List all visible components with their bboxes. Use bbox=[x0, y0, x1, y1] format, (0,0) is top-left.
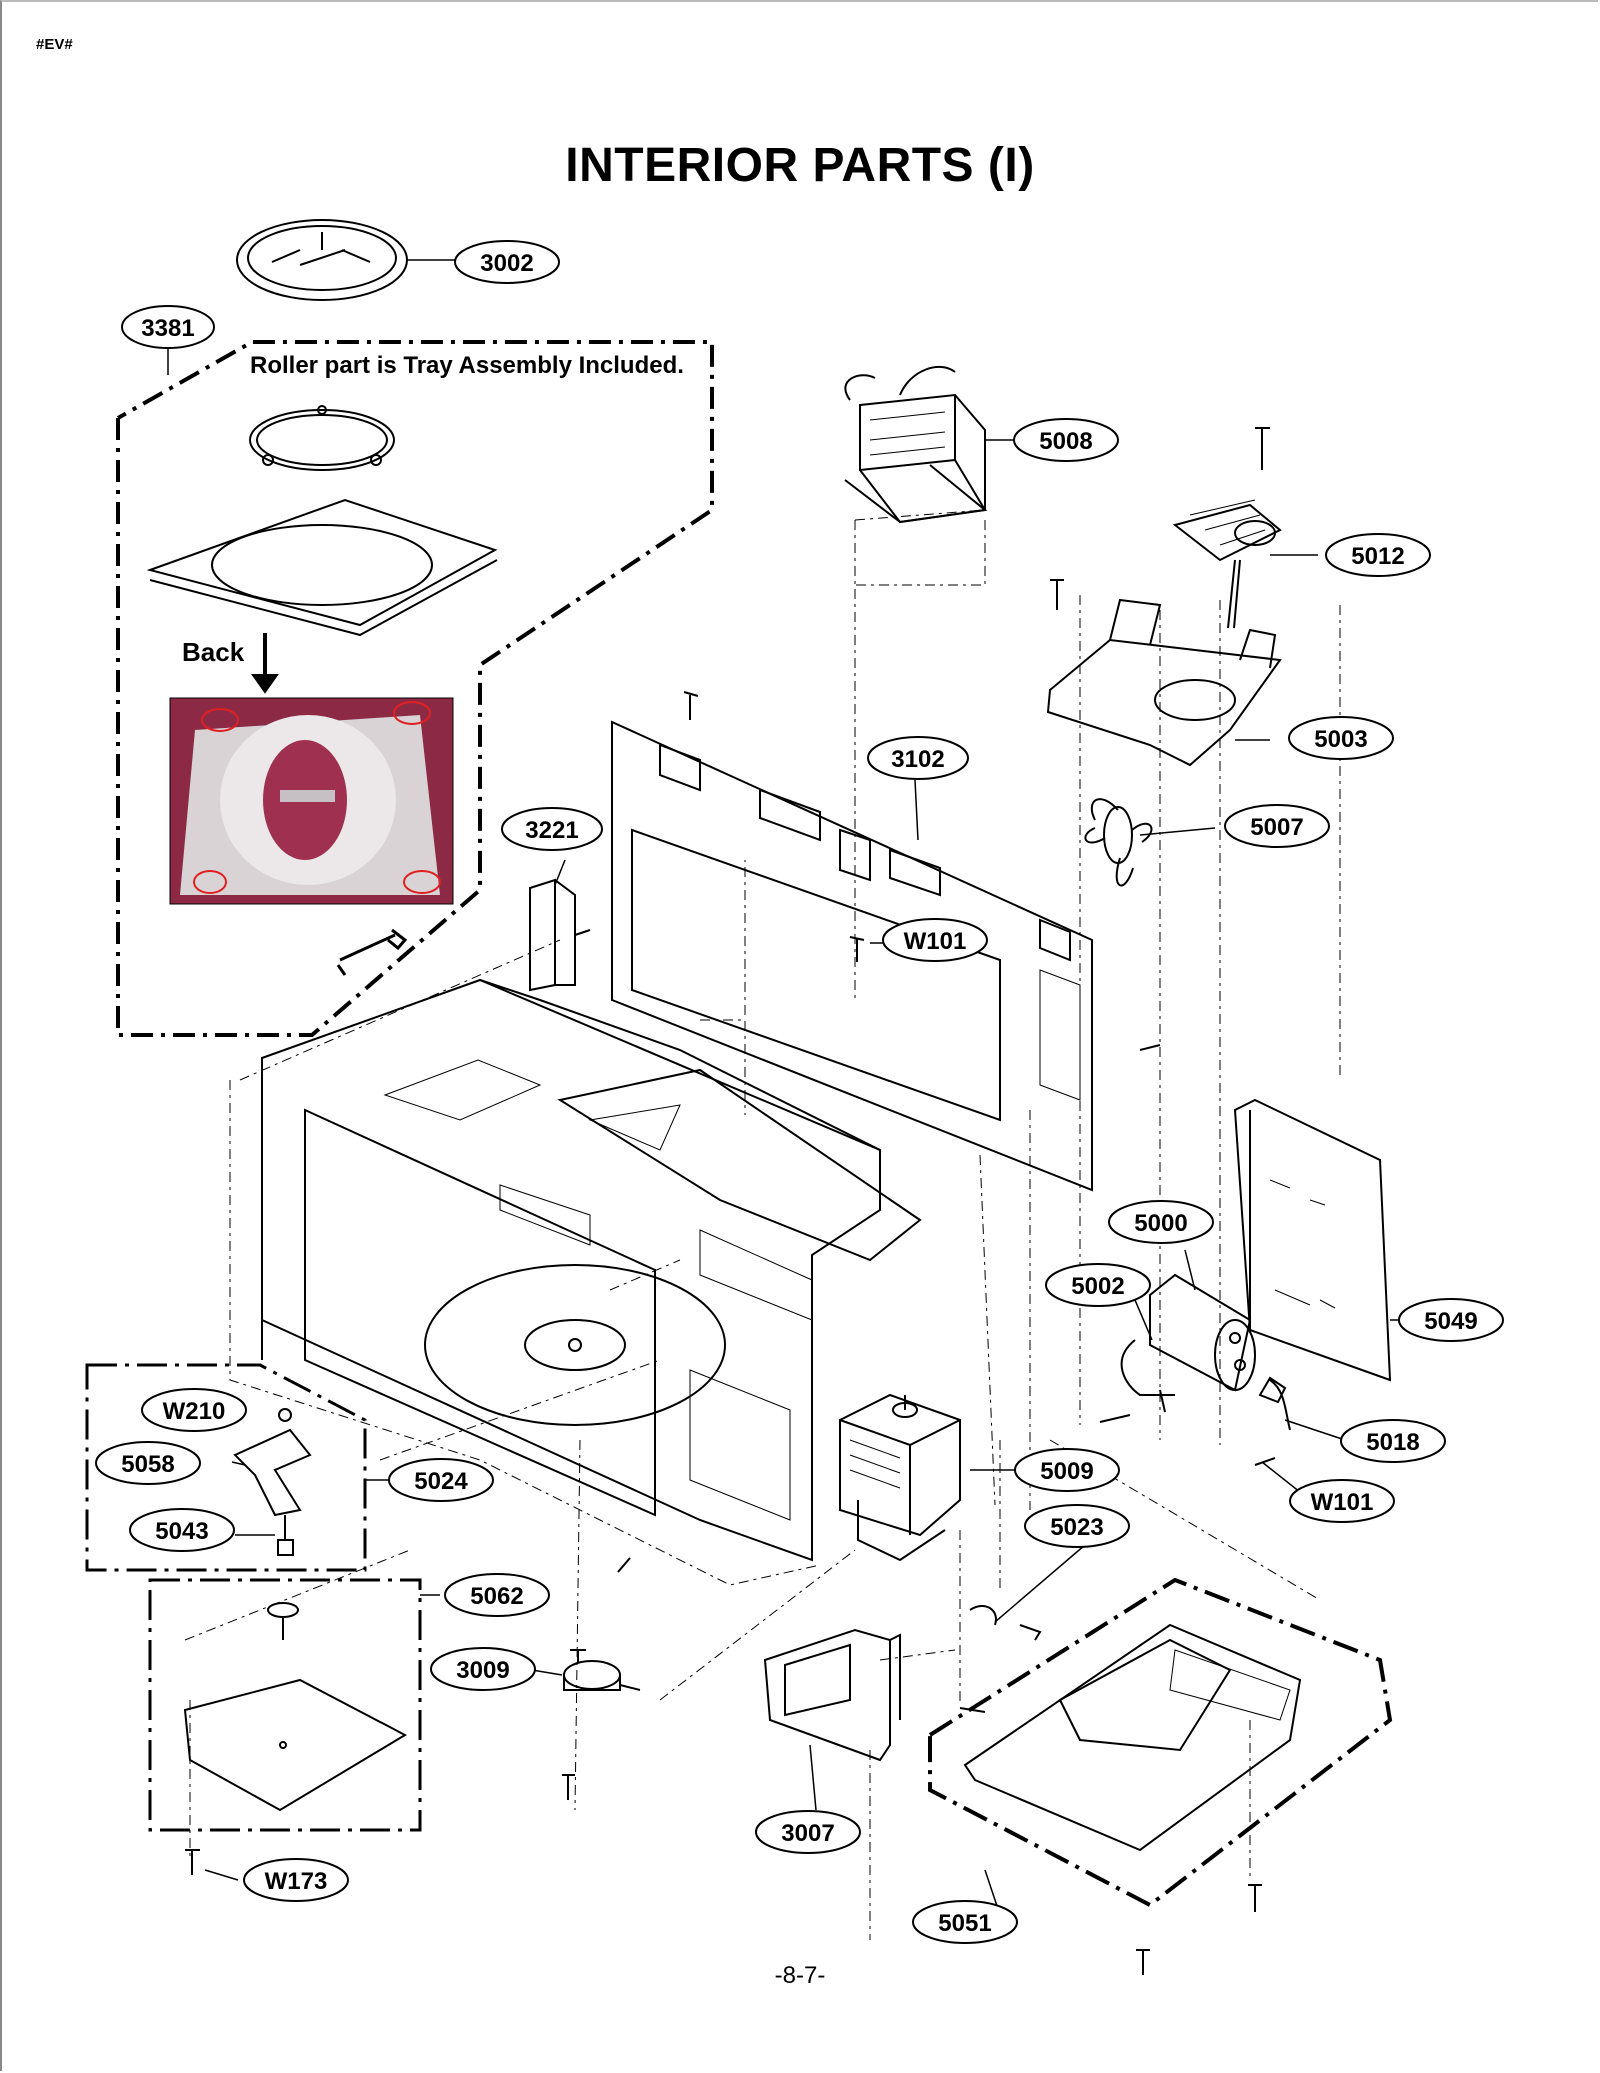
callout-3002: 3002 bbox=[480, 250, 533, 277]
callout-5000: 5000 bbox=[1134, 1210, 1187, 1237]
callout-3381: 3381 bbox=[141, 315, 194, 342]
stirrer-cover-drawing bbox=[183, 1602, 408, 1812]
callout-3102: 3102 bbox=[891, 746, 944, 773]
roller-ring-drawing bbox=[249, 405, 395, 471]
callout-3221: 3221 bbox=[525, 817, 578, 844]
callout-5023: 5023 bbox=[1050, 1514, 1103, 1541]
callout-5018: 5018 bbox=[1366, 1429, 1419, 1456]
callout-w173: W173 bbox=[265, 1868, 328, 1895]
transformer-drawing bbox=[844, 366, 988, 524]
callout-5024: 5024 bbox=[414, 1468, 468, 1495]
callout-5009: 5009 bbox=[1040, 1458, 1093, 1485]
fan-bracket-drawing bbox=[1046, 598, 1282, 767]
callout-w101-bottom: W101 bbox=[1311, 1489, 1374, 1516]
back-label: Back bbox=[182, 637, 245, 667]
callout-5043: 5043 bbox=[155, 1518, 208, 1545]
callout-5012: 5012 bbox=[1351, 543, 1404, 570]
fan-blade-drawing bbox=[1084, 798, 1153, 887]
callout-w101-top: W101 bbox=[904, 928, 967, 955]
callout-5003: 5003 bbox=[1314, 726, 1367, 753]
magnetron-drawing bbox=[839, 1393, 961, 1562]
bracket-5049-drawing bbox=[1233, 1098, 1392, 1382]
callout-5058: 5058 bbox=[121, 1451, 174, 1478]
callout-5062: 5062 bbox=[470, 1583, 523, 1610]
callout-5007: 5007 bbox=[1250, 814, 1303, 841]
back-panel-drawing bbox=[611, 720, 1093, 1192]
glass-tray-drawing bbox=[236, 219, 408, 301]
fan-motor-drawing bbox=[1172, 427, 1282, 629]
callout-5008: 5008 bbox=[1039, 428, 1092, 455]
tray-back-photo bbox=[169, 697, 454, 905]
cavity-drawing bbox=[261, 978, 922, 1562]
callout-5051: 5051 bbox=[938, 1910, 991, 1937]
capacitor-drawing bbox=[1149, 1273, 1256, 1392]
roller-note: Roller part is Tray Assembly Included. bbox=[250, 352, 684, 379]
callout-w210: W210 bbox=[163, 1398, 226, 1425]
bracket-3221-drawing bbox=[529, 878, 591, 992]
callout-3009: 3009 bbox=[456, 1657, 509, 1684]
callout-5049: 5049 bbox=[1424, 1308, 1477, 1335]
page-title: INTERIOR PARTS (I) bbox=[565, 139, 1035, 192]
tray-base-drawing bbox=[146, 498, 498, 637]
waveguide-drawing bbox=[763, 1628, 901, 1762]
callout-3007: 3007 bbox=[781, 1820, 834, 1847]
base-plate-drawing bbox=[928, 1577, 1393, 1908]
page-tag: #EV# bbox=[36, 36, 73, 53]
callout-5002: 5002 bbox=[1071, 1273, 1124, 1300]
stirrer-motor-drawing bbox=[563, 1649, 641, 1691]
page-number: -8-7- bbox=[774, 1962, 826, 1989]
stirrer-drawing bbox=[233, 1408, 312, 1556]
